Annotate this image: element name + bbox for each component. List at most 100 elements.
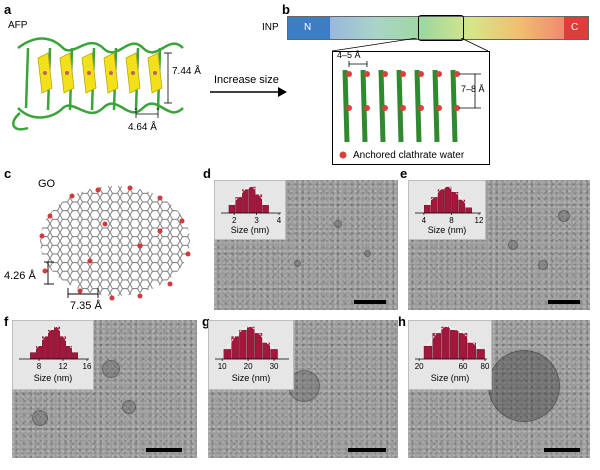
histogram-tick-label: 20 <box>415 362 424 371</box>
histogram-bar <box>248 186 256 214</box>
scale-bar-f <box>146 448 182 452</box>
inp-beta-helix-illustration <box>339 61 481 159</box>
tem-image-f: 8 12 16 Size (nm) <box>12 320 197 458</box>
panel-label-g: g <box>202 314 210 329</box>
repeat-domain <box>330 17 564 39</box>
histogram-bar <box>262 205 269 214</box>
histogram-inset-h: 20 60 80 Size (nm) <box>408 320 492 390</box>
panel-label-f: f <box>4 314 9 329</box>
histogram-tick-label: 12 <box>475 216 484 225</box>
go-title: GO <box>38 178 56 190</box>
tem-image-g: 10 20 30 Size (nm) <box>208 320 398 458</box>
histogram-f: 8 12 16 <box>19 325 92 371</box>
histogram-bar <box>60 336 66 360</box>
histogram-bar <box>450 329 459 360</box>
gaussian-fit-line <box>226 325 275 349</box>
scale-bar-e <box>548 300 580 304</box>
histogram-inset-e: 4 8 12 Size (nm) <box>408 180 486 240</box>
n-terminal-block <box>288 17 330 39</box>
histogram-bar <box>228 205 236 214</box>
gaussian-fit-line <box>427 325 481 349</box>
tem-image-d: 2 3 4 Size (nm) <box>214 180 398 310</box>
histogram-tick-label: 10 <box>218 362 227 371</box>
histogram-bar <box>467 342 476 360</box>
histogram-bar <box>223 349 232 360</box>
size-axis-label-f: Size (nm) <box>33 373 73 383</box>
histogram-tick-label: 8 <box>449 216 454 225</box>
panel-label-a: a <box>4 2 12 17</box>
inp-dim-vertical: 7–8 Å <box>461 84 485 94</box>
histogram-tick-label: 8 <box>37 362 42 371</box>
histogram-e: 4 8 12 <box>415 185 484 225</box>
size-axis-label-h: Size (nm) <box>430 373 470 383</box>
panel-label-d: d <box>203 166 211 181</box>
scale-bar-g <box>348 448 386 452</box>
c-terminal-block <box>564 17 588 39</box>
histogram-bar <box>444 186 452 214</box>
inp-title: INP <box>262 22 279 33</box>
c-terminal-label: C <box>571 22 579 33</box>
histogram-bar <box>30 352 36 360</box>
inp-domain-bar: N C <box>287 15 589 41</box>
histogram-bar <box>54 326 60 360</box>
histogram-tick-label: 30 <box>270 362 279 371</box>
histogram-bar <box>458 199 466 214</box>
afp-dim-horizontal: 4.64 Å <box>128 122 157 133</box>
histogram-bar <box>451 191 459 214</box>
gaussian-fit-line <box>426 185 470 208</box>
histogram-tick-label: 16 <box>83 362 92 371</box>
histogram-bar <box>72 352 78 360</box>
inp-zoom-box: 4–5 Å 7–8 Å Anchored clathrate water <box>332 50 490 165</box>
histogram-tick-label: 60 <box>459 362 468 371</box>
histogram-bar <box>423 346 433 360</box>
histogram-tick-label: 4 <box>422 216 427 225</box>
scale-bar-d <box>354 300 386 304</box>
panel-label-e: e <box>400 166 408 181</box>
panel-label-b: b <box>282 2 290 17</box>
histogram-inset-f: 8 12 16 Size (nm) <box>12 320 94 390</box>
histogram-bar <box>430 197 438 214</box>
histogram-bar <box>254 333 263 360</box>
afp-structure-illustration <box>12 37 184 131</box>
gaussian-fit-line <box>32 325 76 352</box>
histogram-bar <box>66 346 72 360</box>
histogram-d: 2 3 4 <box>221 185 282 225</box>
panel-label-h: h <box>398 314 406 329</box>
histogram-tick-label: 2 <box>232 216 237 225</box>
histogram-bar <box>36 346 42 360</box>
histogram-g: 10 20 30 <box>215 325 289 371</box>
histogram-bar <box>242 189 249 214</box>
size-axis-label-e: Size (nm) <box>427 225 467 235</box>
histogram-bar <box>235 197 242 214</box>
histogram-bar <box>239 329 247 360</box>
histogram-tick-label: 20 <box>244 362 253 371</box>
histogram-bar <box>476 349 485 360</box>
histogram-bar <box>247 326 255 360</box>
histogram-h: 20 60 80 <box>415 325 490 371</box>
histogram-bar <box>48 329 54 360</box>
tem-image-e: 4 8 12 Size (nm) <box>408 180 590 310</box>
graphene-oxide-structure-illustration <box>39 185 191 301</box>
go-dim-vertical: 4.26 Å <box>4 270 36 282</box>
histogram-tick-label: 12 <box>59 362 68 371</box>
panel-label-c: c <box>4 166 12 181</box>
size-axis-label-g: Size (nm) <box>231 373 271 383</box>
increase-size-arrow-icon <box>210 87 287 97</box>
n-terminal-label: N <box>304 22 312 33</box>
afp-dim-vertical: 7.44 Å <box>172 66 201 77</box>
histogram-bar <box>424 205 431 214</box>
histogram-bar <box>437 189 445 214</box>
histogram-tick-label: 3 <box>254 216 259 225</box>
increase-size-label: Increase size <box>214 74 279 86</box>
gaussian-fit-line <box>231 185 266 205</box>
zoom-connector-lines <box>331 38 489 52</box>
go-dim-horizontal: 7.35 Å <box>70 300 102 312</box>
size-axis-label-d: Size (nm) <box>230 225 270 235</box>
histogram-bar <box>42 336 48 360</box>
histogram-inset-g: 10 20 30 Size (nm) <box>208 320 294 390</box>
tem-image-h: 20 60 80 Size (nm) <box>408 320 590 458</box>
histogram-tick-label: 80 <box>481 362 490 371</box>
histogram-tick-label: 4 <box>277 216 282 225</box>
zoom-region-box <box>418 15 464 41</box>
scale-bar-h <box>544 448 580 452</box>
